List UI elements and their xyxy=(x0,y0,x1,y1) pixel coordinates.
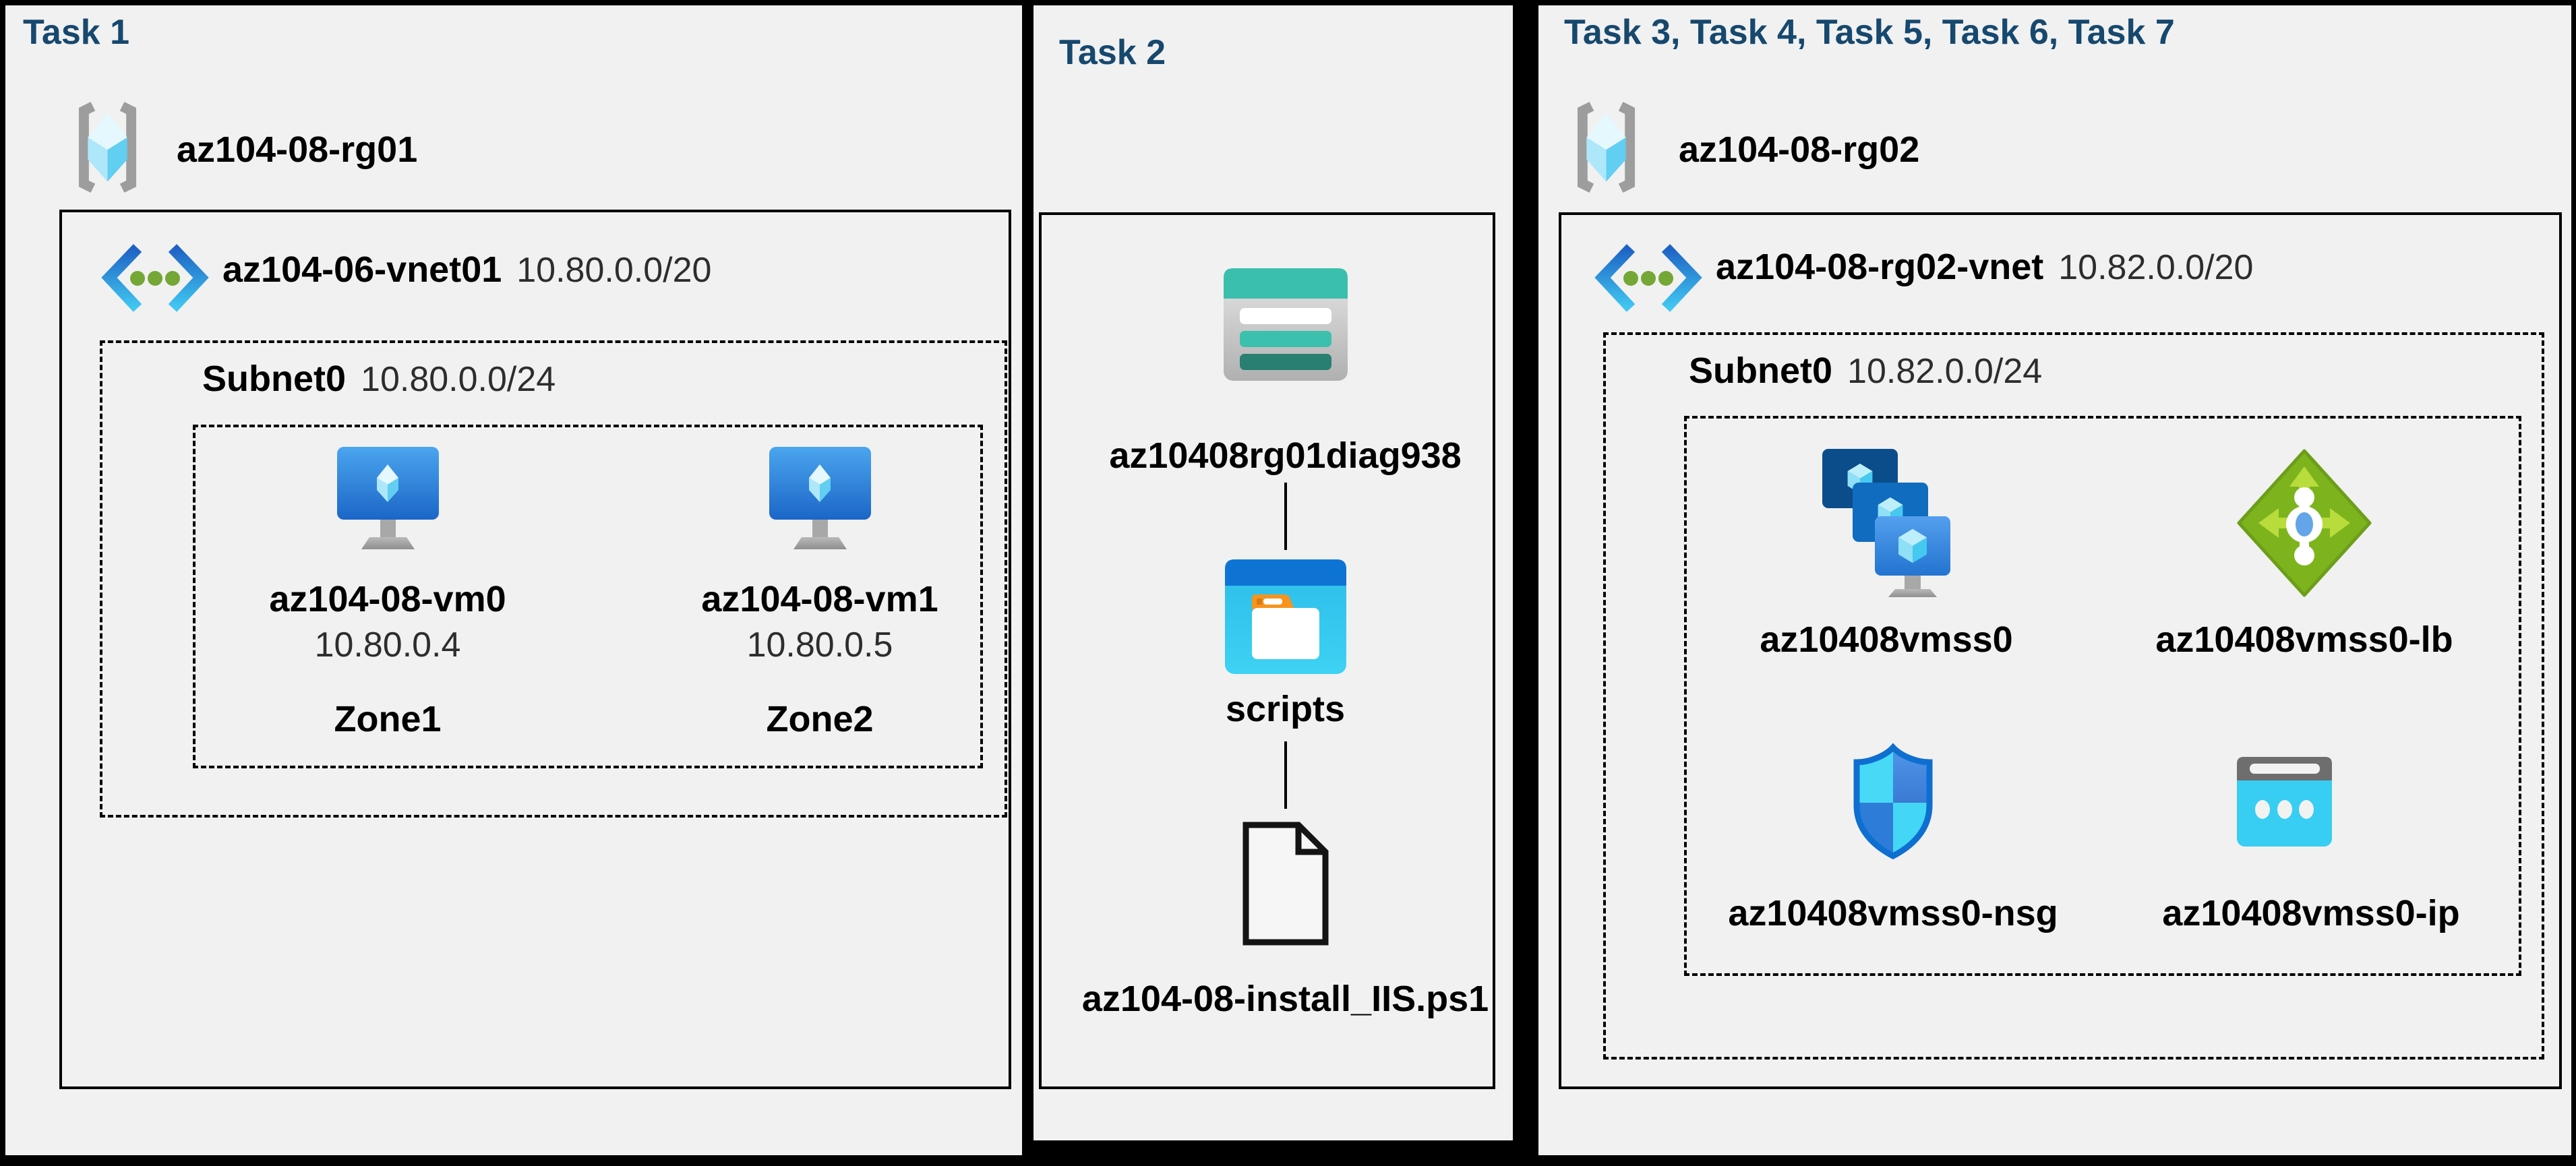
panel-task1: Task 1 az104-08-rg01 az104-06-vnet01 10.… xyxy=(5,5,1022,1155)
subnet2-cidr: 10.82.0.0/24 xyxy=(1847,352,2043,391)
subnet1-box xyxy=(100,340,1007,818)
panel-task2: Task 2 az10408rg01diag938 xyxy=(1034,5,1513,1140)
vnet2-name: az104-08-rg02-vnet xyxy=(1716,247,2044,287)
virtual-machine-icon xyxy=(768,447,872,555)
public-ip-name: az10408vmss0-ip xyxy=(2162,893,2460,933)
subnet1-cidr: 10.80.0.0/24 xyxy=(361,360,556,399)
vnet1-cidr: 10.80.0.0/20 xyxy=(516,251,712,290)
panel-task3-7: Task 3, Task 4, Task 5, Task 6, Task 7 a… xyxy=(1538,5,2571,1155)
vnet2-cidr: 10.82.0.0/20 xyxy=(2058,248,2254,287)
load-balancer-icon xyxy=(2237,435,2372,611)
vnet1-label-row: az104-06-vnet01 10.80.0.0/20 xyxy=(222,249,711,290)
vnet2-label-row: az104-08-rg02-vnet 10.82.0.0/20 xyxy=(1716,247,2253,288)
resource-group-icon xyxy=(1561,98,1652,196)
subnet2-label-row: Subnet0 10.82.0.0/24 xyxy=(1689,350,2042,392)
virtual-network-icon xyxy=(101,243,209,313)
vm0-block: az104-08-vm0 10.80.0.4 Zone1 xyxy=(243,447,533,739)
virtual-network-icon xyxy=(1594,243,1702,313)
vm1-ip: 10.80.0.5 xyxy=(746,625,893,665)
vm1-block: az104-08-vm1 10.80.0.5 Zone2 xyxy=(675,447,965,739)
resource-group-icon xyxy=(62,98,153,196)
vm-scale-set-icon xyxy=(1822,435,1950,611)
nsg-block: az10408vmss0-nsg xyxy=(1684,739,2102,933)
storage-account-icon xyxy=(1223,268,1348,381)
vm0-name: az104-08-vm0 xyxy=(269,579,506,619)
script-file-name: az104-08-install_IIS.ps1 xyxy=(1081,979,1489,1019)
task3-title: Task 3, Task 4, Task 5, Task 6, Task 7 xyxy=(1564,13,2175,52)
task1-title: Task 1 xyxy=(23,13,130,52)
vmss-block: az10408vmss0 xyxy=(1677,435,2095,660)
blob-container-icon xyxy=(1224,559,1346,674)
storage-box xyxy=(1039,212,1495,1089)
subnet2-box xyxy=(1603,332,2544,1060)
nsg-name: az10408vmss0-nsg xyxy=(1728,893,2058,933)
task2-title: Task 2 xyxy=(1059,33,1166,72)
connector-line xyxy=(1284,483,1287,550)
virtual-machine-icon xyxy=(336,447,440,555)
file-icon xyxy=(1242,821,1329,946)
task2-stack: az10408rg01diag938 scripts xyxy=(1057,215,1514,1019)
lb-name: az10408vmss0-lb xyxy=(2155,619,2453,660)
vnet1-name: az104-06-vnet01 xyxy=(222,249,502,290)
vm0-zone: Zone1 xyxy=(334,699,442,739)
subnet2-name: Subnet0 xyxy=(1689,350,1833,391)
ip-block: az10408vmss0-ip xyxy=(2102,739,2520,933)
vnet1-box xyxy=(59,210,1011,1089)
connector-line xyxy=(1284,741,1287,809)
vmss-group-box xyxy=(1684,416,2521,976)
public-ip-icon xyxy=(2236,739,2332,863)
vmss-name: az10408vmss0 xyxy=(1760,619,2013,660)
vm0-ip: 10.80.0.4 xyxy=(314,625,461,665)
rg1-label: az104-08-rg01 xyxy=(177,129,418,170)
rg2-label: az104-08-rg02 xyxy=(1679,129,1920,170)
vm-group-box xyxy=(193,425,983,768)
lb-block: az10408vmss0-lb xyxy=(2095,435,2513,660)
subnet1-name: Subnet0 xyxy=(202,359,347,399)
network-security-group-icon xyxy=(1853,739,1934,863)
vm1-zone: Zone2 xyxy=(766,699,874,739)
storage-account-name: az10408rg01diag938 xyxy=(1109,435,1462,476)
vm1-name: az104-08-vm1 xyxy=(701,579,938,619)
vnet2-box xyxy=(1559,212,2562,1089)
container-name: scripts xyxy=(1225,689,1346,729)
subnet1-label-row: Subnet0 10.80.0.0/24 xyxy=(202,359,556,400)
